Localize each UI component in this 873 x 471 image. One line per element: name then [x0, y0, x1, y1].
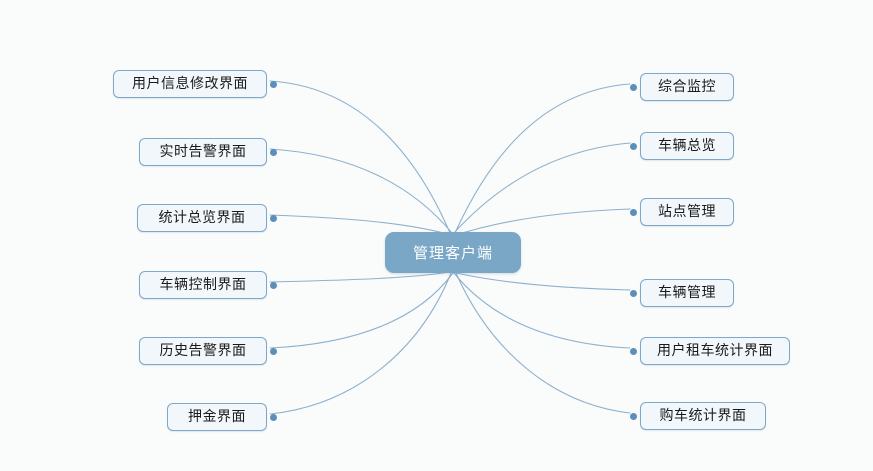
connector-right-11: [453, 272, 631, 349]
branch-node-label: 用户信息修改界面: [132, 76, 248, 92]
branch-node-label: 车辆控制界面: [159, 277, 247, 293]
branch-node-left-2[interactable]: 实时告警界面: [139, 138, 267, 166]
connector-dot-right-4: [630, 290, 637, 297]
connector-dot-left-3: [270, 215, 277, 222]
connector-dot-right-1: [630, 84, 637, 91]
branch-node-right-2[interactable]: 车辆总览: [640, 132, 734, 160]
connector-dot-left-6: [270, 414, 277, 421]
connector-dot-left-5: [270, 348, 277, 355]
branch-node-label: 车辆管理: [658, 285, 716, 301]
branch-node-label: 站点管理: [658, 204, 716, 220]
connector-right-8: [453, 142, 631, 234]
center-node-label: 管理客户端: [412, 244, 493, 262]
branch-node-label: 综合监控: [658, 79, 716, 95]
center-node[interactable]: 管理客户端: [385, 232, 521, 273]
connector-right-7: [454, 83, 631, 234]
connector-left-1: [269, 80, 451, 234]
branch-node-left-5[interactable]: 历史告警界面: [139, 337, 267, 365]
branch-node-left-3[interactable]: 统计总览界面: [137, 204, 267, 232]
connector-left-2: [269, 148, 453, 234]
branch-node-left-1[interactable]: 用户信息修改界面: [113, 70, 267, 98]
branch-node-right-5[interactable]: 用户租车统计界面: [640, 337, 790, 365]
branch-node-right-6[interactable]: 购车统计界面: [640, 402, 766, 430]
branch-node-label: 统计总览界面: [158, 210, 246, 226]
connector-left-6: [269, 272, 452, 415]
branch-node-label: 历史告警界面: [159, 343, 247, 359]
connector-dot-right-3: [630, 209, 637, 216]
branch-node-label: 购车统计界面: [659, 408, 747, 424]
connector-right-12: [455, 272, 631, 414]
branch-node-left-6[interactable]: 押金界面: [167, 403, 267, 431]
branch-node-right-3[interactable]: 站点管理: [640, 198, 734, 226]
connector-dot-left-1: [270, 81, 277, 88]
connector-right-10: [451, 271, 631, 291]
branch-node-label: 用户租车统计界面: [657, 343, 773, 359]
branch-node-right-1[interactable]: 综合监控: [640, 73, 734, 101]
branch-node-label: 实时告警界面: [159, 144, 247, 160]
connector-dot-right-5: [630, 348, 637, 355]
connector-left-5: [269, 272, 454, 349]
branch-node-left-4[interactable]: 车辆控制界面: [139, 271, 267, 299]
connector-dot-left-2: [270, 149, 277, 156]
branch-node-right-4[interactable]: 车辆管理: [640, 279, 734, 307]
connector-dot-right-6: [630, 413, 637, 420]
connector-dot-right-2: [630, 143, 637, 150]
connector-dot-left-4: [270, 282, 277, 289]
branch-node-label: 车辆总览: [658, 138, 716, 154]
branch-node-label: 押金界面: [188, 409, 246, 425]
